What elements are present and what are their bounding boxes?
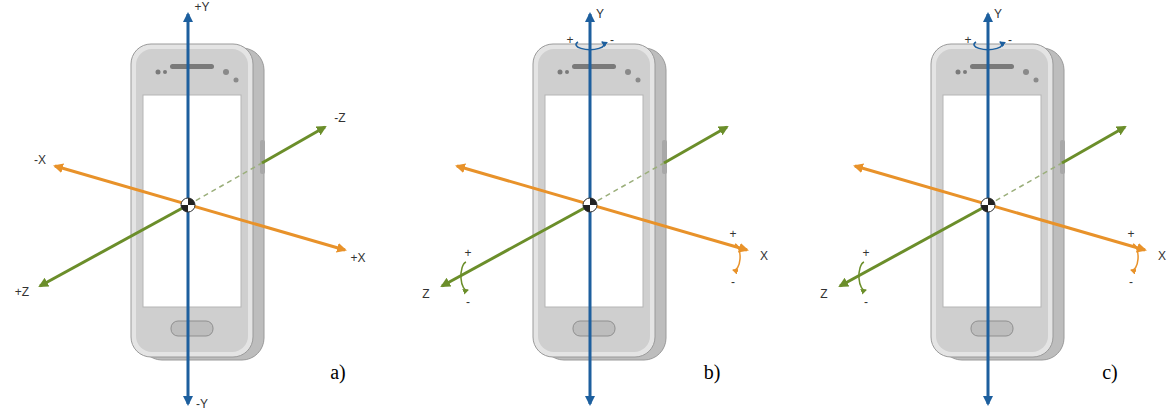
axis-label: +Y xyxy=(194,1,209,13)
axis-label: X xyxy=(1158,250,1166,262)
rotation-sign: + xyxy=(862,247,869,259)
rotation-sign: + xyxy=(729,228,736,240)
panel-letter: b) xyxy=(704,362,721,382)
panel-a-art xyxy=(40,14,345,404)
rotation-sign: - xyxy=(610,34,614,46)
panel-letter: c) xyxy=(1102,362,1118,382)
axis-label: X xyxy=(760,250,768,262)
rotation-sign: + xyxy=(464,247,471,259)
axis-label: Y xyxy=(994,8,1002,20)
axis-label: Z xyxy=(422,288,429,300)
rotation-sign: + xyxy=(1127,228,1134,240)
axis-label: +X xyxy=(350,252,365,264)
panel-b-art xyxy=(442,14,747,404)
panel-c-art xyxy=(840,14,1145,404)
rotation-sign: + xyxy=(566,34,573,46)
rotation-sign: - xyxy=(731,276,735,288)
rotation-sign: - xyxy=(864,296,868,308)
rotation-sign: + xyxy=(964,34,971,46)
axis-label: Z xyxy=(820,288,827,300)
axis-label: -Z xyxy=(334,112,345,124)
axis-label: +Z xyxy=(15,286,29,298)
panel-letter: a) xyxy=(330,362,346,382)
axis-label: Y xyxy=(596,8,604,20)
axis-label: -Y xyxy=(196,398,208,410)
axis-label: -X xyxy=(34,154,46,166)
rotation-sign: - xyxy=(466,296,470,308)
rotation-sign: - xyxy=(1008,34,1012,46)
rotation-sign: - xyxy=(1129,276,1133,288)
